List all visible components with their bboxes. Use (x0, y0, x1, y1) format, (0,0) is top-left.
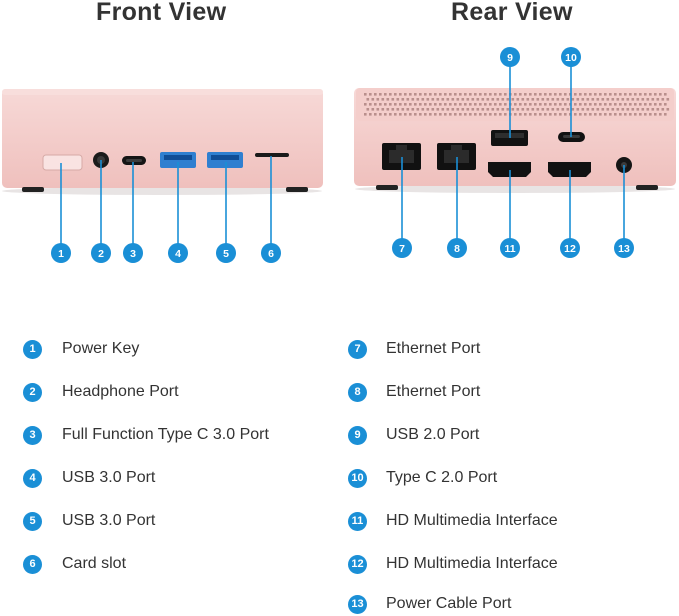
legend-item-3: 3 Full Function Type C 3.0 Port (23, 423, 269, 447)
svg-text:6: 6 (268, 248, 274, 260)
legend-number: 2 (23, 382, 42, 402)
callout-lines (60, 66, 625, 245)
callout-5: 5 (216, 243, 236, 263)
legend-number: 8 (348, 382, 367, 402)
front-device-body (2, 89, 323, 188)
callout-7: 7 (392, 238, 412, 258)
svg-text:11: 11 (504, 243, 515, 255)
legend-label: HD Multimedia Interface (386, 512, 558, 529)
callout-12: 12 (560, 238, 580, 258)
callout-4: 4 (168, 243, 188, 263)
legend-item-11: 11 HD Multimedia Interface (348, 509, 558, 533)
legend-item-4: 4 USB 3.0 Port (23, 466, 155, 490)
svg-text:3: 3 (130, 248, 136, 260)
legend-item-1: 1 Power Key (23, 337, 139, 361)
legend-label: Type C 2.0 Port (386, 469, 498, 486)
callout-6: 6 (261, 243, 281, 263)
callout-8: 8 (447, 238, 467, 258)
legend-label: Card slot (62, 555, 127, 572)
legend-number: 11 (348, 511, 367, 531)
legend-label: Full Function Type C 3.0 Port (62, 426, 269, 443)
legend-item-10: 10 Type C 2.0 Port (348, 466, 497, 490)
front-shadow (2, 187, 322, 195)
legend-number: 9 (348, 425, 367, 445)
legend-item-8: 8 Ethernet Port (348, 380, 480, 404)
legend-label: USB 2.0 Port (386, 426, 480, 443)
rear-foot-left (376, 185, 398, 190)
vent-grille-icon (364, 93, 670, 116)
svg-text:7: 7 (399, 243, 405, 255)
svg-text:8: 8 (454, 243, 460, 255)
legend-number: 6 (23, 554, 42, 574)
svg-text:4: 4 (175, 248, 181, 260)
callout-10: 10 (561, 47, 581, 67)
legend-number: 12 (348, 554, 367, 574)
svg-text:13: 13 (618, 243, 630, 255)
legend-item-5: 5 USB 3.0 Port (23, 509, 155, 533)
svg-text:10: 10 (565, 52, 577, 64)
legend-label: Headphone Port (62, 383, 179, 400)
legend-item-7: 7 Ethernet Port (348, 337, 480, 361)
callout-9: 9 (500, 47, 520, 67)
front-view-title: Front View (96, 0, 227, 26)
card-slot-icon (255, 153, 289, 157)
legend-item-13: 13 Power Cable Port (348, 592, 511, 616)
svg-text:2: 2 (98, 248, 104, 260)
legend-item-12: 12 HD Multimedia Interface (348, 552, 558, 576)
hdmi-port-11-icon (488, 162, 531, 177)
legend-item-2: 2 Headphone Port (23, 380, 179, 404)
legend-label: Power Cable Port (386, 595, 512, 612)
svg-text:12: 12 (564, 243, 576, 255)
callout-11: 11 (500, 238, 520, 258)
callout-3: 3 (123, 243, 143, 263)
legend-label: Ethernet Port (386, 340, 481, 357)
power-key-icon (42, 154, 83, 171)
legend-number: 7 (348, 339, 367, 359)
legend-number: 13 (348, 594, 367, 614)
legend-number: 5 (23, 511, 42, 531)
legend-number: 1 (23, 339, 42, 359)
device-diagram: 1 2 3 4 5 6 7 8 9 10 11 12 13 (2, 47, 676, 263)
legend-number: 3 (23, 425, 42, 445)
hdmi-port-12-icon (548, 162, 591, 177)
rear-device (354, 88, 676, 193)
legend-number: 10 (348, 468, 367, 488)
svg-text:5: 5 (223, 248, 229, 260)
rear-view-title: Rear View (451, 0, 573, 26)
legend-label: USB 3.0 Port (62, 469, 156, 486)
callout-1: 1 (51, 243, 71, 263)
legend-item-9: 9 USB 2.0 Port (348, 423, 479, 447)
front-device (2, 89, 323, 195)
front-foot-right (286, 187, 308, 192)
legend-label: USB 3.0 Port (62, 512, 156, 529)
legend-label: Ethernet Port (386, 383, 481, 400)
front-foot-left (22, 187, 44, 192)
rear-foot-right (636, 185, 658, 190)
callout-13: 13 (614, 238, 634, 258)
legend-number: 4 (23, 468, 42, 488)
callout-2: 2 (91, 243, 111, 263)
svg-text:1: 1 (58, 248, 64, 260)
svg-text:9: 9 (507, 52, 513, 64)
rear-shadow (355, 185, 675, 193)
front-device-top-edge (2, 89, 323, 95)
legend-label: HD Multimedia Interface (386, 555, 558, 572)
legend-label: Power Key (62, 340, 140, 357)
legend-item-6: 6 Card slot (23, 552, 126, 576)
